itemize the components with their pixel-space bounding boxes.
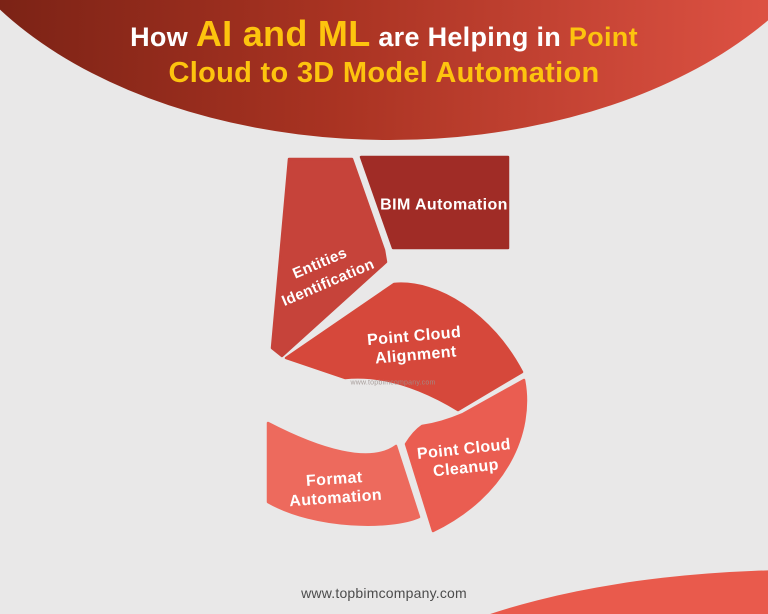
segment-shape-point-cloud-cleanup: [404, 378, 528, 533]
title-line-2: Cloud to 3D Model Automation: [168, 57, 600, 89]
website-url: www.topbimcompany.com: [301, 585, 467, 601]
title-highlight-ai-ml: AI and ML: [195, 13, 371, 54]
title-word-how: How: [130, 22, 189, 52]
title-word-point: Point: [568, 22, 638, 52]
segment-shape-format-automation: [266, 421, 421, 526]
segment-shape-entities-identification: [270, 157, 388, 358]
center-watermark: www.topbimcompany.com: [350, 379, 436, 387]
segment-shape-point-cloud-alignment: [284, 282, 524, 412]
title-phrase-helping: are Helping in: [378, 22, 562, 52]
title-line-1: How AI and ML are Helping in Point: [0, 14, 768, 57]
page-title: How AI and ML are Helping in Point Cloud…: [0, 14, 768, 90]
segment-label-bim-automation: BIM Automation: [380, 196, 508, 214]
segment-shape-bim-automation: [359, 155, 510, 250]
